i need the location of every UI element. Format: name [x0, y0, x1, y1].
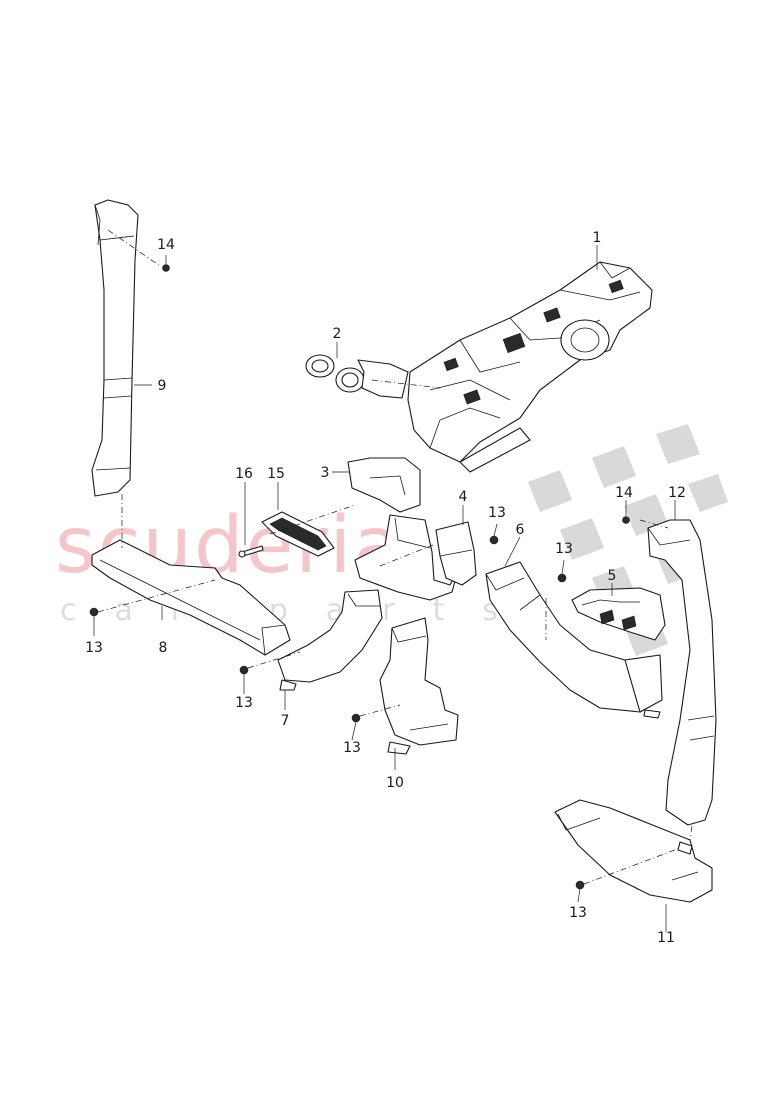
clip-13-left	[89, 607, 99, 617]
leader-lines	[93, 229, 693, 932]
callout-7: 7	[281, 713, 290, 729]
watermark-tagline: car parts	[60, 593, 536, 628]
callout-4: 4	[459, 489, 468, 505]
inlet-part-2	[305, 354, 409, 399]
fasteners	[89, 264, 630, 890]
callout-5: 5	[608, 568, 617, 584]
hvac-unit-part-1	[407, 261, 653, 473]
clip-13-part-4	[489, 535, 499, 545]
duct-part-8	[91, 539, 291, 656]
watermark-brand: scuderia	[55, 501, 403, 591]
clip-13-part-11	[575, 880, 585, 890]
vent-grille-part-15	[261, 511, 335, 557]
callout-13-left: 13	[85, 640, 103, 656]
duct-part-12	[647, 519, 717, 826]
callout-3: 3	[321, 465, 330, 481]
clip-14-part-12	[622, 516, 630, 524]
callout-13-part-6: 13	[555, 541, 573, 557]
duct-part-6	[485, 561, 663, 719]
duct-part-10	[379, 617, 459, 755]
duct-part-3	[347, 457, 459, 601]
callout-11: 11	[657, 930, 675, 946]
callout-14-part-9: 14	[157, 237, 175, 253]
callout-16: 16	[235, 466, 253, 482]
clip-14-part-9	[162, 264, 170, 272]
duct-part-9	[91, 199, 139, 497]
callout-12: 12	[668, 485, 686, 501]
callout-9: 9	[158, 378, 167, 394]
callout-1: 1	[593, 230, 602, 246]
callout-labels: 1 2 3 4 5 6 7 8 9 10 11 12 13 13 13 13 1…	[85, 230, 686, 946]
callout-10: 10	[386, 775, 404, 791]
callout-13-part-4: 13	[488, 505, 506, 521]
screw-part-16	[238, 545, 264, 558]
duct-part-4	[435, 521, 477, 586]
clip-13-part-10	[351, 713, 361, 723]
callout-2: 2	[333, 326, 342, 342]
callout-8: 8	[159, 640, 168, 656]
callout-13-part-7: 13	[235, 695, 253, 711]
callout-6: 6	[516, 522, 525, 538]
clip-13-part-7	[239, 665, 249, 675]
duct-part-7	[277, 589, 383, 691]
callout-13-part-11: 13	[569, 905, 587, 921]
callout-15: 15	[267, 466, 285, 482]
callout-14-part-12: 14	[615, 485, 633, 501]
callout-13-part-10: 13	[343, 740, 361, 756]
clip-13-part-6	[557, 573, 567, 583]
duct-part-11	[554, 799, 713, 903]
duct-part-5	[571, 587, 666, 641]
